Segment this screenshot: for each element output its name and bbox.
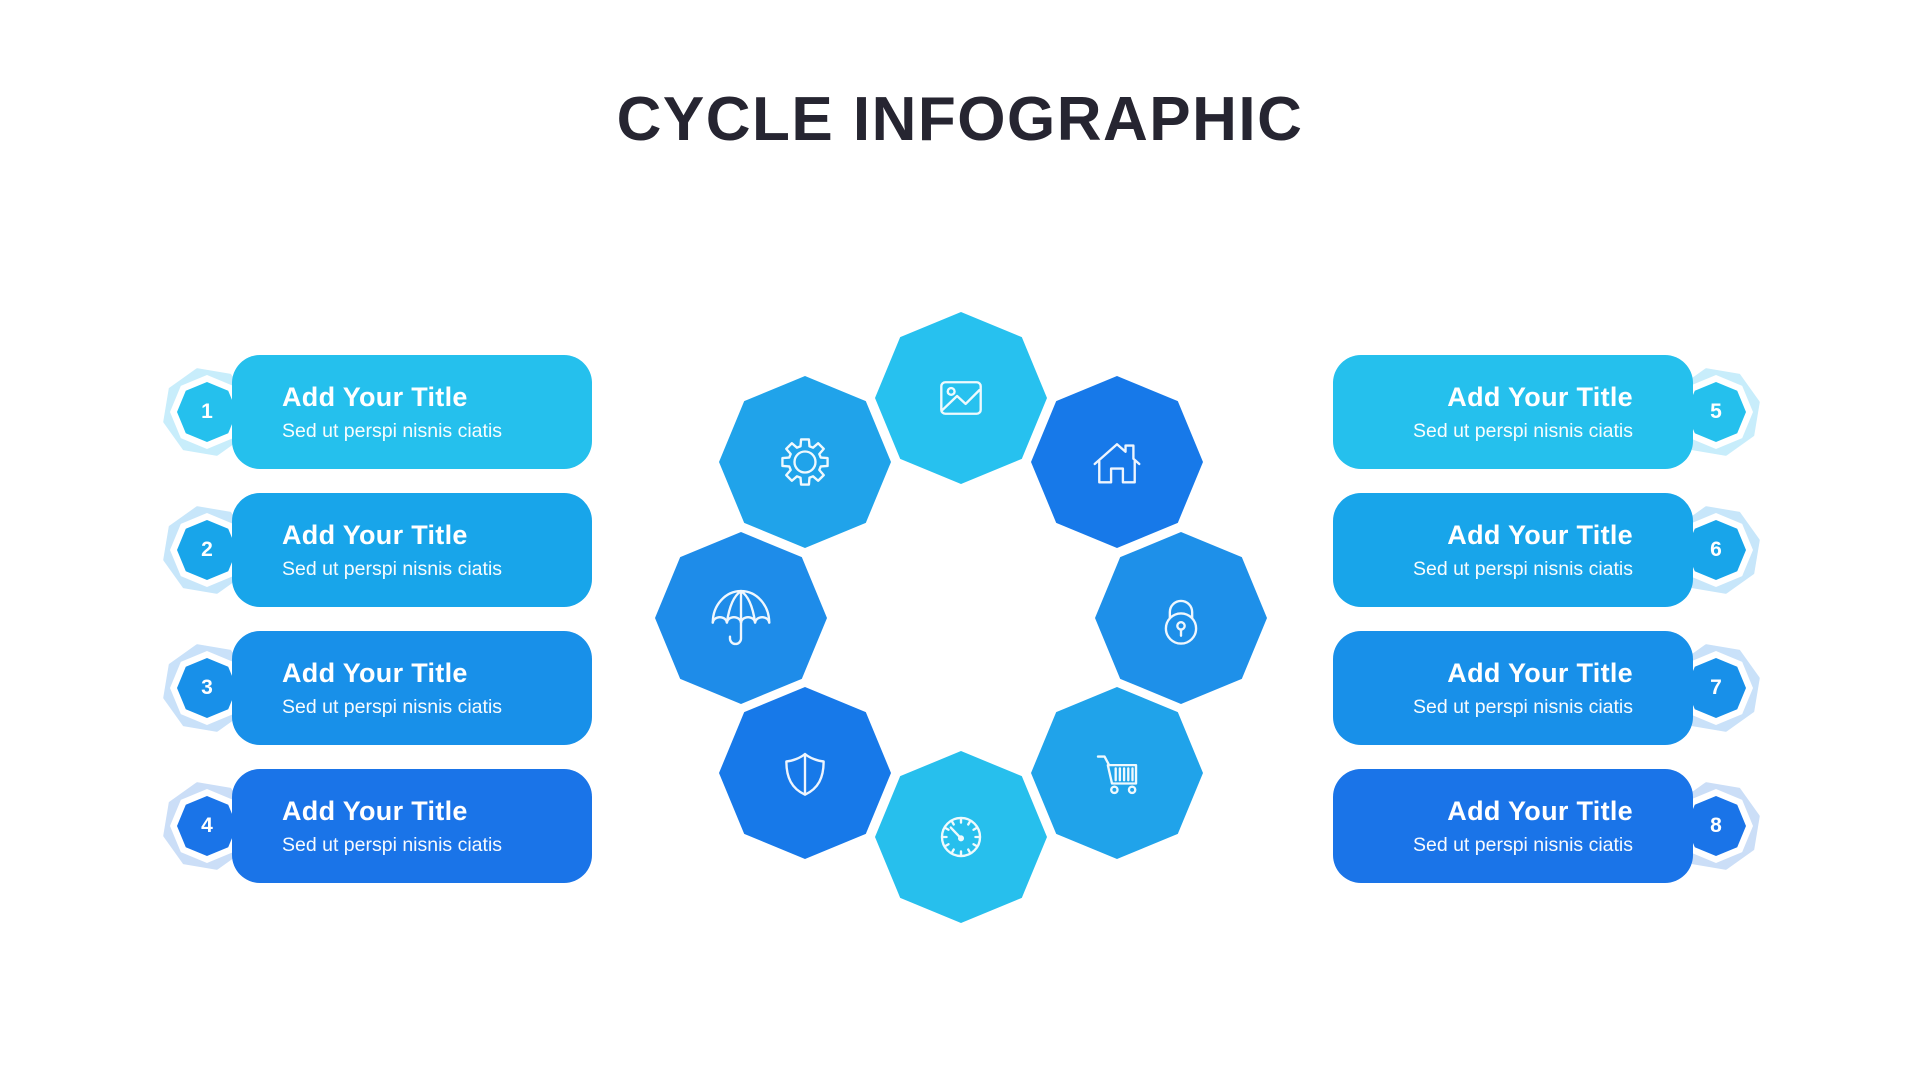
- cycle-node-right: [1095, 532, 1267, 704]
- card-title: Add Your Title: [1447, 519, 1633, 550]
- card-title: Add Your Title: [282, 519, 468, 550]
- home-icon: [1093, 443, 1141, 484]
- info-card-7: 7 Add Your Title Sed ut perspi nisnis ci…: [1333, 631, 1693, 745]
- card-subtitle: Sed ut perspi nisnis ciatis: [282, 695, 503, 718]
- gear-icon: [781, 438, 829, 486]
- page-title: CYCLE INFOGRAPHIC: [616, 85, 1304, 154]
- card-subtitle: Sed ut perspi nisnis ciatis: [1412, 557, 1633, 580]
- cycle-node-bottom-left: [719, 687, 891, 859]
- info-card-6: 6 Add Your Title Sed ut perspi nisnis ci…: [1333, 493, 1693, 607]
- info-card-2: 2 Add Your Title Sed ut perspi nisnis ci…: [232, 493, 592, 607]
- gauge-icon: [940, 816, 982, 858]
- step-badge-2: 2: [162, 505, 252, 595]
- cycle-node-left: [655, 532, 827, 704]
- step-number: 6: [1710, 538, 1722, 561]
- card-title: Add Your Title: [282, 657, 468, 688]
- card-title: Add Your Title: [282, 795, 468, 826]
- step-number: 7: [1710, 676, 1722, 699]
- step-badge-3: 3: [162, 643, 252, 733]
- step-number: 1: [201, 400, 213, 423]
- badge-number: 6: [1686, 520, 1746, 580]
- umbrella-icon: [711, 589, 771, 646]
- card-body: Add Your Title Sed ut perspi nisnis ciat…: [232, 355, 592, 469]
- step-badge-1: 1: [162, 367, 252, 457]
- step-number: 3: [201, 676, 213, 699]
- step-number: 4: [201, 814, 213, 837]
- card-title: Add Your Title: [1447, 795, 1633, 826]
- card-subtitle: Sed ut perspi nisnis ciatis: [1412, 695, 1633, 718]
- lock-icon: [1164, 599, 1198, 645]
- card-body: Add Your Title Sed ut perspi nisnis ciat…: [1333, 355, 1693, 469]
- card-body: Add Your Title Sed ut perspi nisnis ciat…: [1333, 769, 1693, 883]
- cycle-node-bottom-right: [1031, 687, 1203, 859]
- info-card-1: 1 Add Your Title Sed ut perspi nisnis ci…: [232, 355, 592, 469]
- card-subtitle: Sed ut perspi nisnis ciatis: [1412, 833, 1633, 856]
- cycle-node-top-left: [719, 376, 891, 548]
- badge-number: 5: [1686, 382, 1746, 442]
- info-card-3: 3 Add Your Title Sed ut perspi nisnis ci…: [232, 631, 592, 745]
- badge-number: 3: [177, 658, 237, 718]
- step-number: 2: [201, 538, 213, 561]
- step-number: 8: [1710, 814, 1722, 837]
- badge-number: 8: [1686, 796, 1746, 856]
- info-card-5: 5 Add Your Title Sed ut perspi nisnis ci…: [1333, 355, 1693, 469]
- card-body: Add Your Title Sed ut perspi nisnis ciat…: [232, 493, 592, 607]
- card-subtitle: Sed ut perspi nisnis ciatis: [282, 557, 503, 580]
- step-number: 5: [1710, 400, 1722, 423]
- card-subtitle: Sed ut perspi nisnis ciatis: [282, 419, 503, 442]
- card-subtitle: Sed ut perspi nisnis ciatis: [1412, 419, 1633, 442]
- card-body: Add Your Title Sed ut perspi nisnis ciat…: [232, 631, 592, 745]
- card-body: Add Your Title Sed ut perspi nisnis ciat…: [1333, 493, 1693, 607]
- cycle-node-top-right: [1031, 376, 1203, 548]
- card-title: Add Your Title: [1447, 381, 1633, 412]
- card-title: Add Your Title: [282, 381, 468, 412]
- badge-number: 2: [177, 520, 237, 580]
- badge-number: 1: [177, 382, 237, 442]
- card-subtitle: Sed ut perspi nisnis ciatis: [282, 833, 503, 856]
- card-body: Add Your Title Sed ut perspi nisnis ciat…: [232, 769, 592, 883]
- info-card-4: 4 Add Your Title Sed ut perspi nisnis ci…: [232, 769, 592, 883]
- info-card-8: 8 Add Your Title Sed ut perspi nisnis ci…: [1333, 769, 1693, 883]
- badge-number: 4: [177, 796, 237, 856]
- cart-icon: [1096, 755, 1138, 795]
- step-badge-4: 4: [162, 781, 252, 871]
- cycle-node-bottom: [875, 751, 1047, 923]
- card-title: Add Your Title: [1447, 657, 1633, 688]
- card-body: Add Your Title Sed ut perspi nisnis ciat…: [1333, 631, 1693, 745]
- badge-number: 7: [1686, 658, 1746, 718]
- cycle-node-top: [875, 312, 1047, 484]
- image-icon: [940, 381, 982, 415]
- shield-icon: [785, 752, 825, 796]
